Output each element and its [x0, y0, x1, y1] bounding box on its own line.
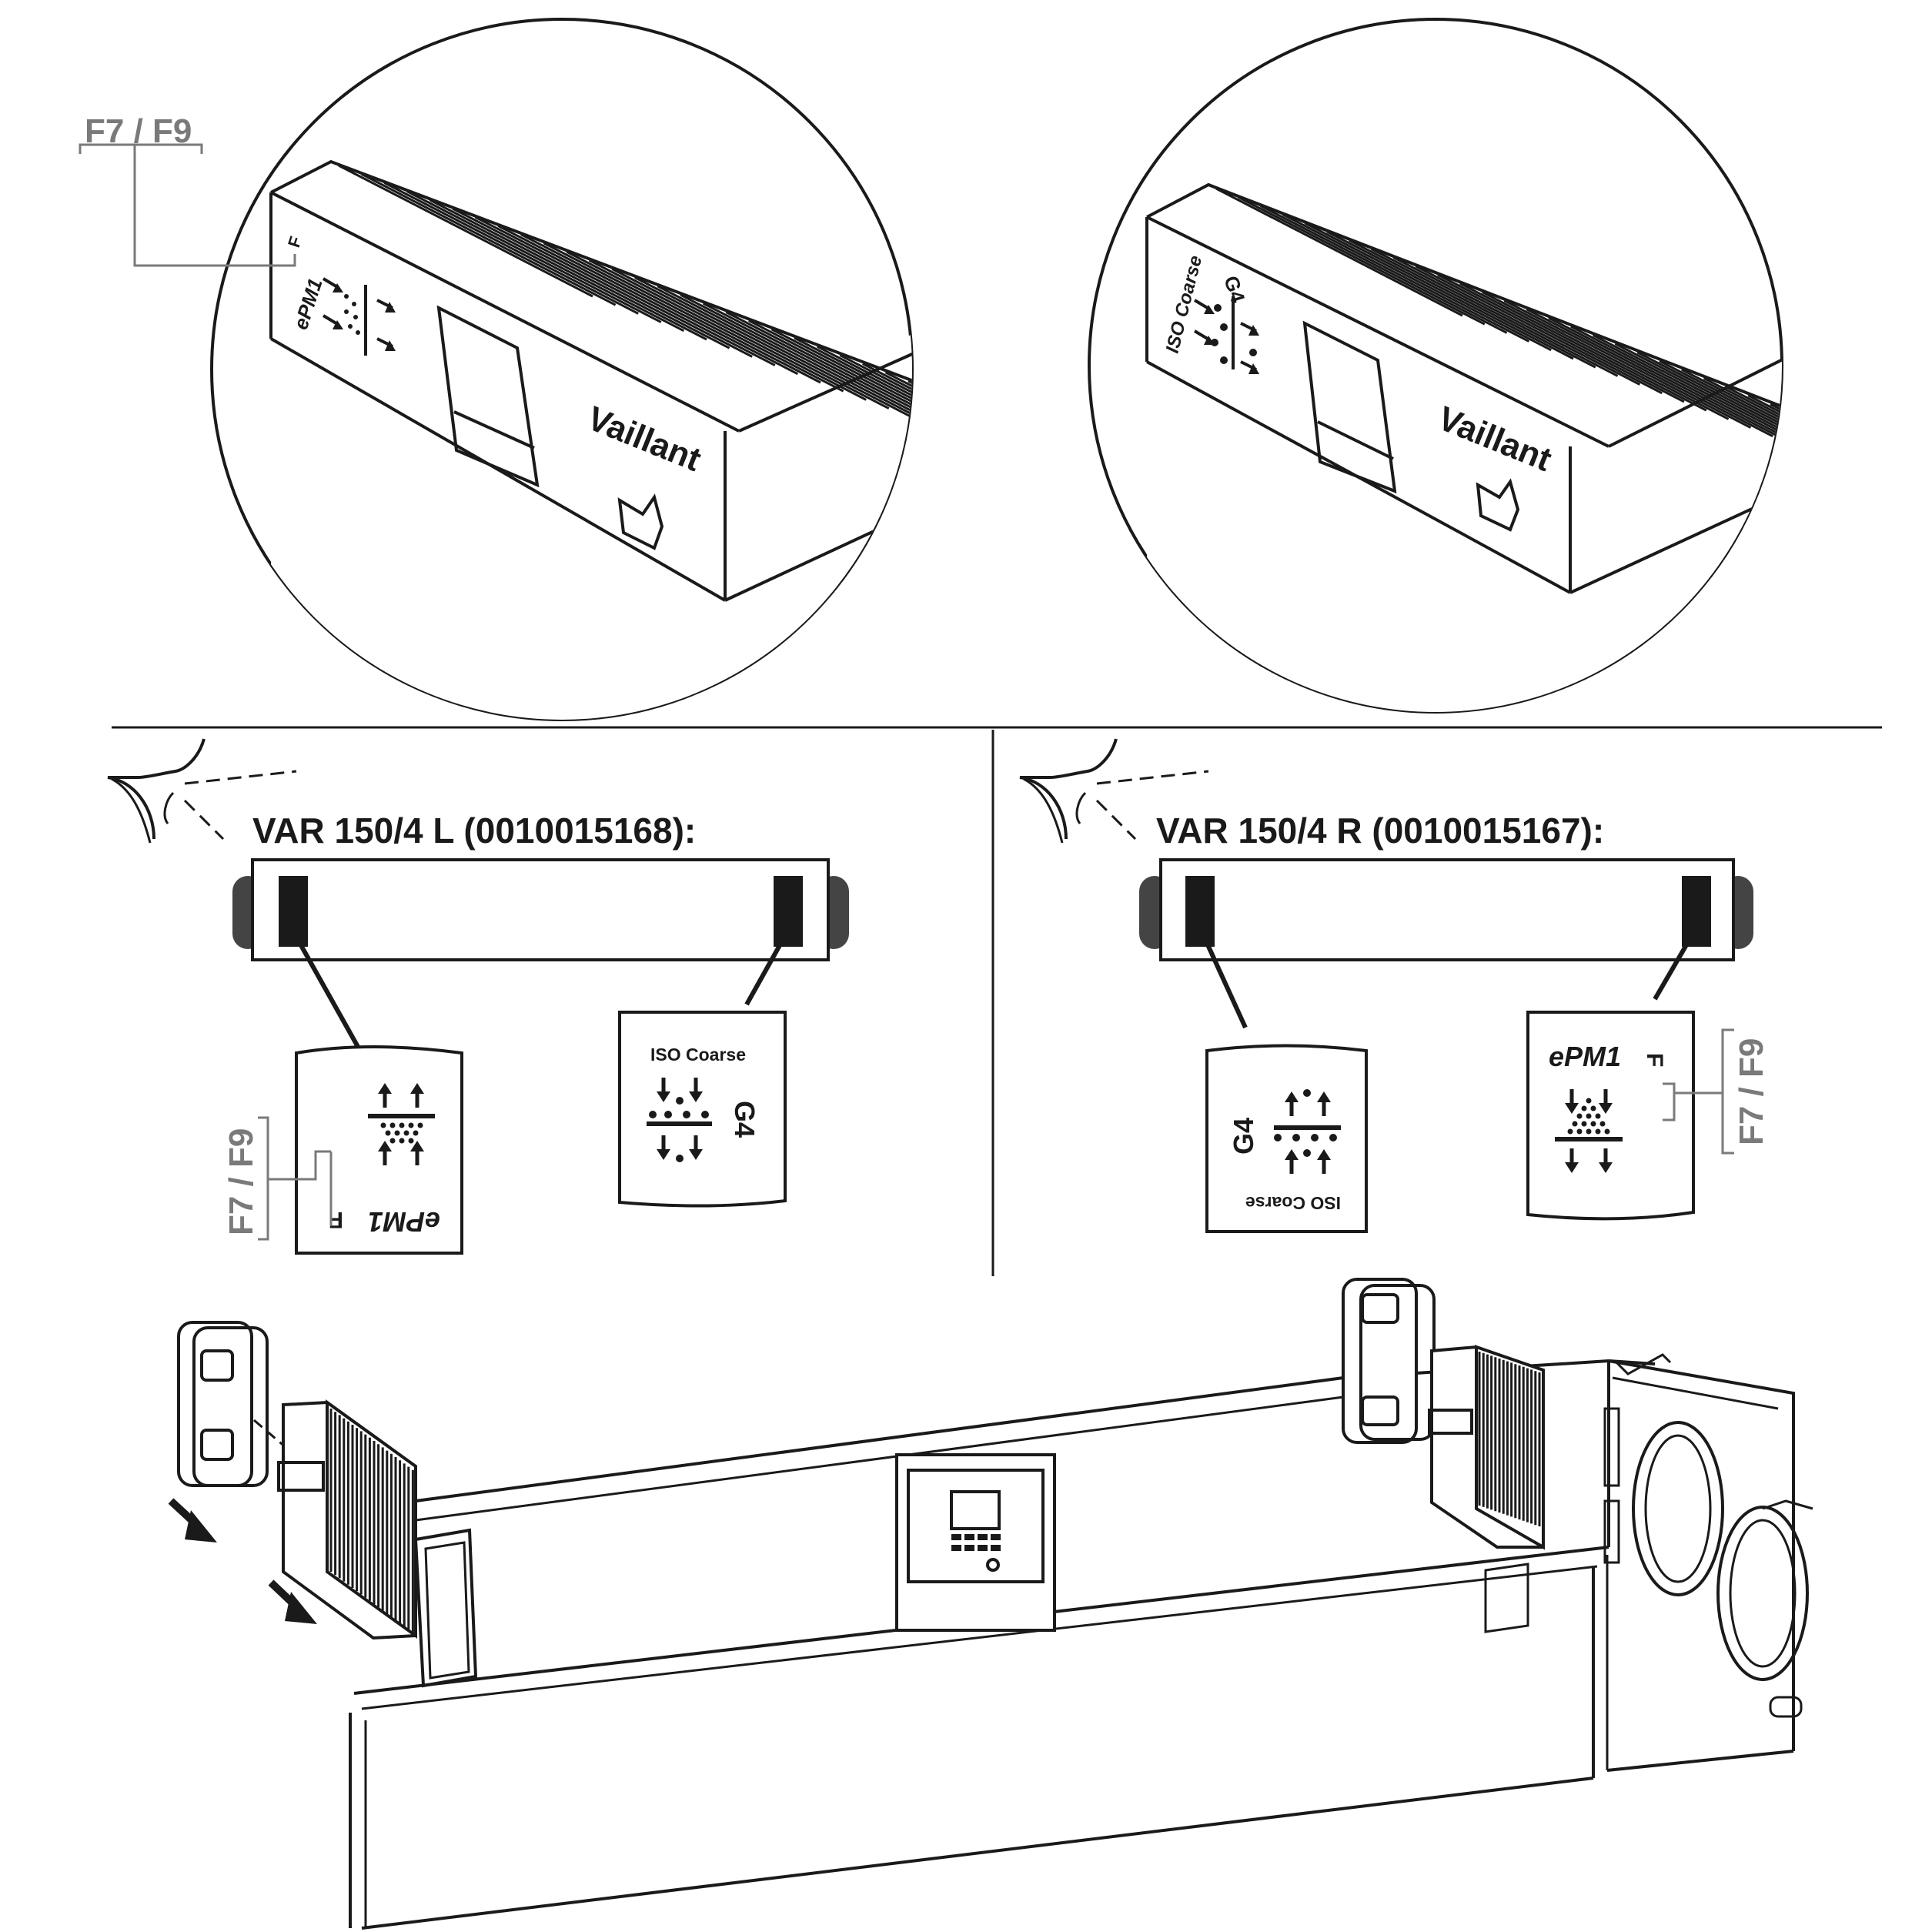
- svg-text:F7 / F9: F7 / F9: [1733, 1038, 1770, 1145]
- left-filter-drawer: [277, 1399, 417, 1640]
- svg-text:F7 / F9: F7 / F9: [222, 1128, 260, 1235]
- pleat-line: [452, 207, 707, 341]
- pleat-line: [566, 250, 821, 384]
- unit-housing: [349, 1359, 1794, 1930]
- pleat-line: [383, 182, 639, 315]
- left-filter-cover: [177, 1321, 253, 1487]
- pleat-line: [474, 216, 730, 349]
- pleat-line: [1370, 248, 1619, 377]
- pleat-line: [1548, 316, 1782, 446]
- pleat-line: [1415, 265, 1663, 395]
- pleat-line: [680, 293, 912, 427]
- eye-view-icon: [107, 738, 297, 844]
- svg-text:F: F: [329, 1207, 343, 1232]
- unit-top-view-right: [1139, 858, 1753, 1029]
- pleat-line: [702, 302, 912, 436]
- iso-coarse-filter-symbol-icon: [1193, 296, 1259, 374]
- svg-text:ePM1: ePM1: [368, 1206, 440, 1238]
- pleat-line: [748, 319, 912, 453]
- svg-text:ISO Coarse: ISO Coarse: [1245, 1193, 1341, 1213]
- pleat-line: [497, 225, 753, 358]
- callout-f7-f9-right: F7 / F9: [1663, 1028, 1770, 1155]
- pleat-line: [611, 268, 867, 401]
- pleat-line: [1238, 196, 1486, 326]
- filter-card-iso-coarse-left: ISO Coarse G4: [618, 1011, 787, 1208]
- pleat-line: [543, 242, 799, 376]
- pleat-line: [406, 190, 662, 323]
- pleat-line: [1592, 334, 1782, 463]
- panel-heading-left: VAR 150/4 L (0010015168):: [252, 811, 696, 851]
- pleat-line: [908, 379, 912, 513]
- pleat-line: [1437, 273, 1685, 403]
- detail-circle-epm1: Vaillant ePM1 F: [210, 18, 914, 721]
- pleat-line: [429, 199, 685, 333]
- right-panel: VAR 150/4 R (0010015167): G4 ISO Coarse: [1019, 738, 1770, 1233]
- right-filter-cover: [1342, 1278, 1418, 1444]
- pleat-line: [839, 354, 912, 487]
- pleat-line: [520, 233, 776, 366]
- pleat-line: [1614, 343, 1782, 472]
- svg-text:G4: G4: [729, 1101, 760, 1138]
- insert-arrow-icon: [168, 1498, 317, 1624]
- svg-text:ePM1: ePM1: [1549, 1041, 1621, 1072]
- pleat-line: [1459, 282, 1707, 412]
- pleat-line: [360, 172, 617, 306]
- detail-circle-iso-coarse: Vaillant ISO Coarse G4: [1088, 18, 1783, 714]
- pleat-line: [1681, 368, 1782, 498]
- pleat-line: [1526, 308, 1773, 438]
- filter-card-epm1-right: ePM1 F: [1526, 1011, 1695, 1221]
- epm1-filter-symbol-icon: [322, 277, 396, 356]
- pleat-line: [1770, 403, 1782, 533]
- eye-view-icon: [1019, 738, 1209, 844]
- pleat-line: [1703, 377, 1782, 506]
- callout-f7-f9-top: F7 / F9: [79, 112, 296, 267]
- pleat-line: [1636, 351, 1782, 481]
- callout-f7-f9-left: F7 / F9: [222, 1116, 333, 1241]
- pleat-line: [1326, 230, 1574, 360]
- right-filter-drawer: [1428, 1345, 1545, 1550]
- pleat-line: [862, 363, 912, 496]
- unit-top-view-left: [232, 858, 849, 1048]
- svg-text:G4: G4: [1228, 1118, 1259, 1155]
- pleat-line: [657, 285, 912, 419]
- pleat-line: [338, 164, 593, 298]
- pleat-line: [816, 345, 912, 479]
- filter-card-epm1-left: ePM1 F: [295, 1045, 463, 1255]
- pleat-line: [725, 311, 912, 444]
- pleat-line: [1282, 213, 1530, 343]
- svg-text:ISO Coarse: ISO Coarse: [650, 1045, 746, 1065]
- pleat-line: [770, 328, 912, 462]
- pleat-line: [884, 371, 912, 505]
- panel-heading-right: VAR 150/4 R (0010015167):: [1156, 811, 1604, 851]
- left-panel: VAR 150/4 L (0010015168): ePM1 F: [107, 738, 849, 1255]
- ventilation-unit-illustration: [168, 1278, 1813, 1930]
- pleat-line: [634, 276, 890, 409]
- pleat-line: [1503, 299, 1752, 429]
- pleat-line: [794, 336, 912, 470]
- pleat-line: [1259, 205, 1508, 334]
- pleat-line: [1481, 291, 1730, 420]
- pleat-line: [1304, 222, 1552, 352]
- duct-connectors: [1603, 1353, 1813, 1751]
- pleat-line: [1725, 386, 1782, 515]
- pleat-line: [1215, 187, 1463, 317]
- filter-card-iso-coarse-right: G4 ISO Coarse: [1205, 1044, 1368, 1233]
- pleat-line: [1392, 256, 1641, 386]
- pleat-line: [1349, 239, 1596, 369]
- pleat-line: [1659, 359, 1782, 490]
- pleat-line: [588, 259, 844, 393]
- svg-text:F: F: [1642, 1053, 1667, 1067]
